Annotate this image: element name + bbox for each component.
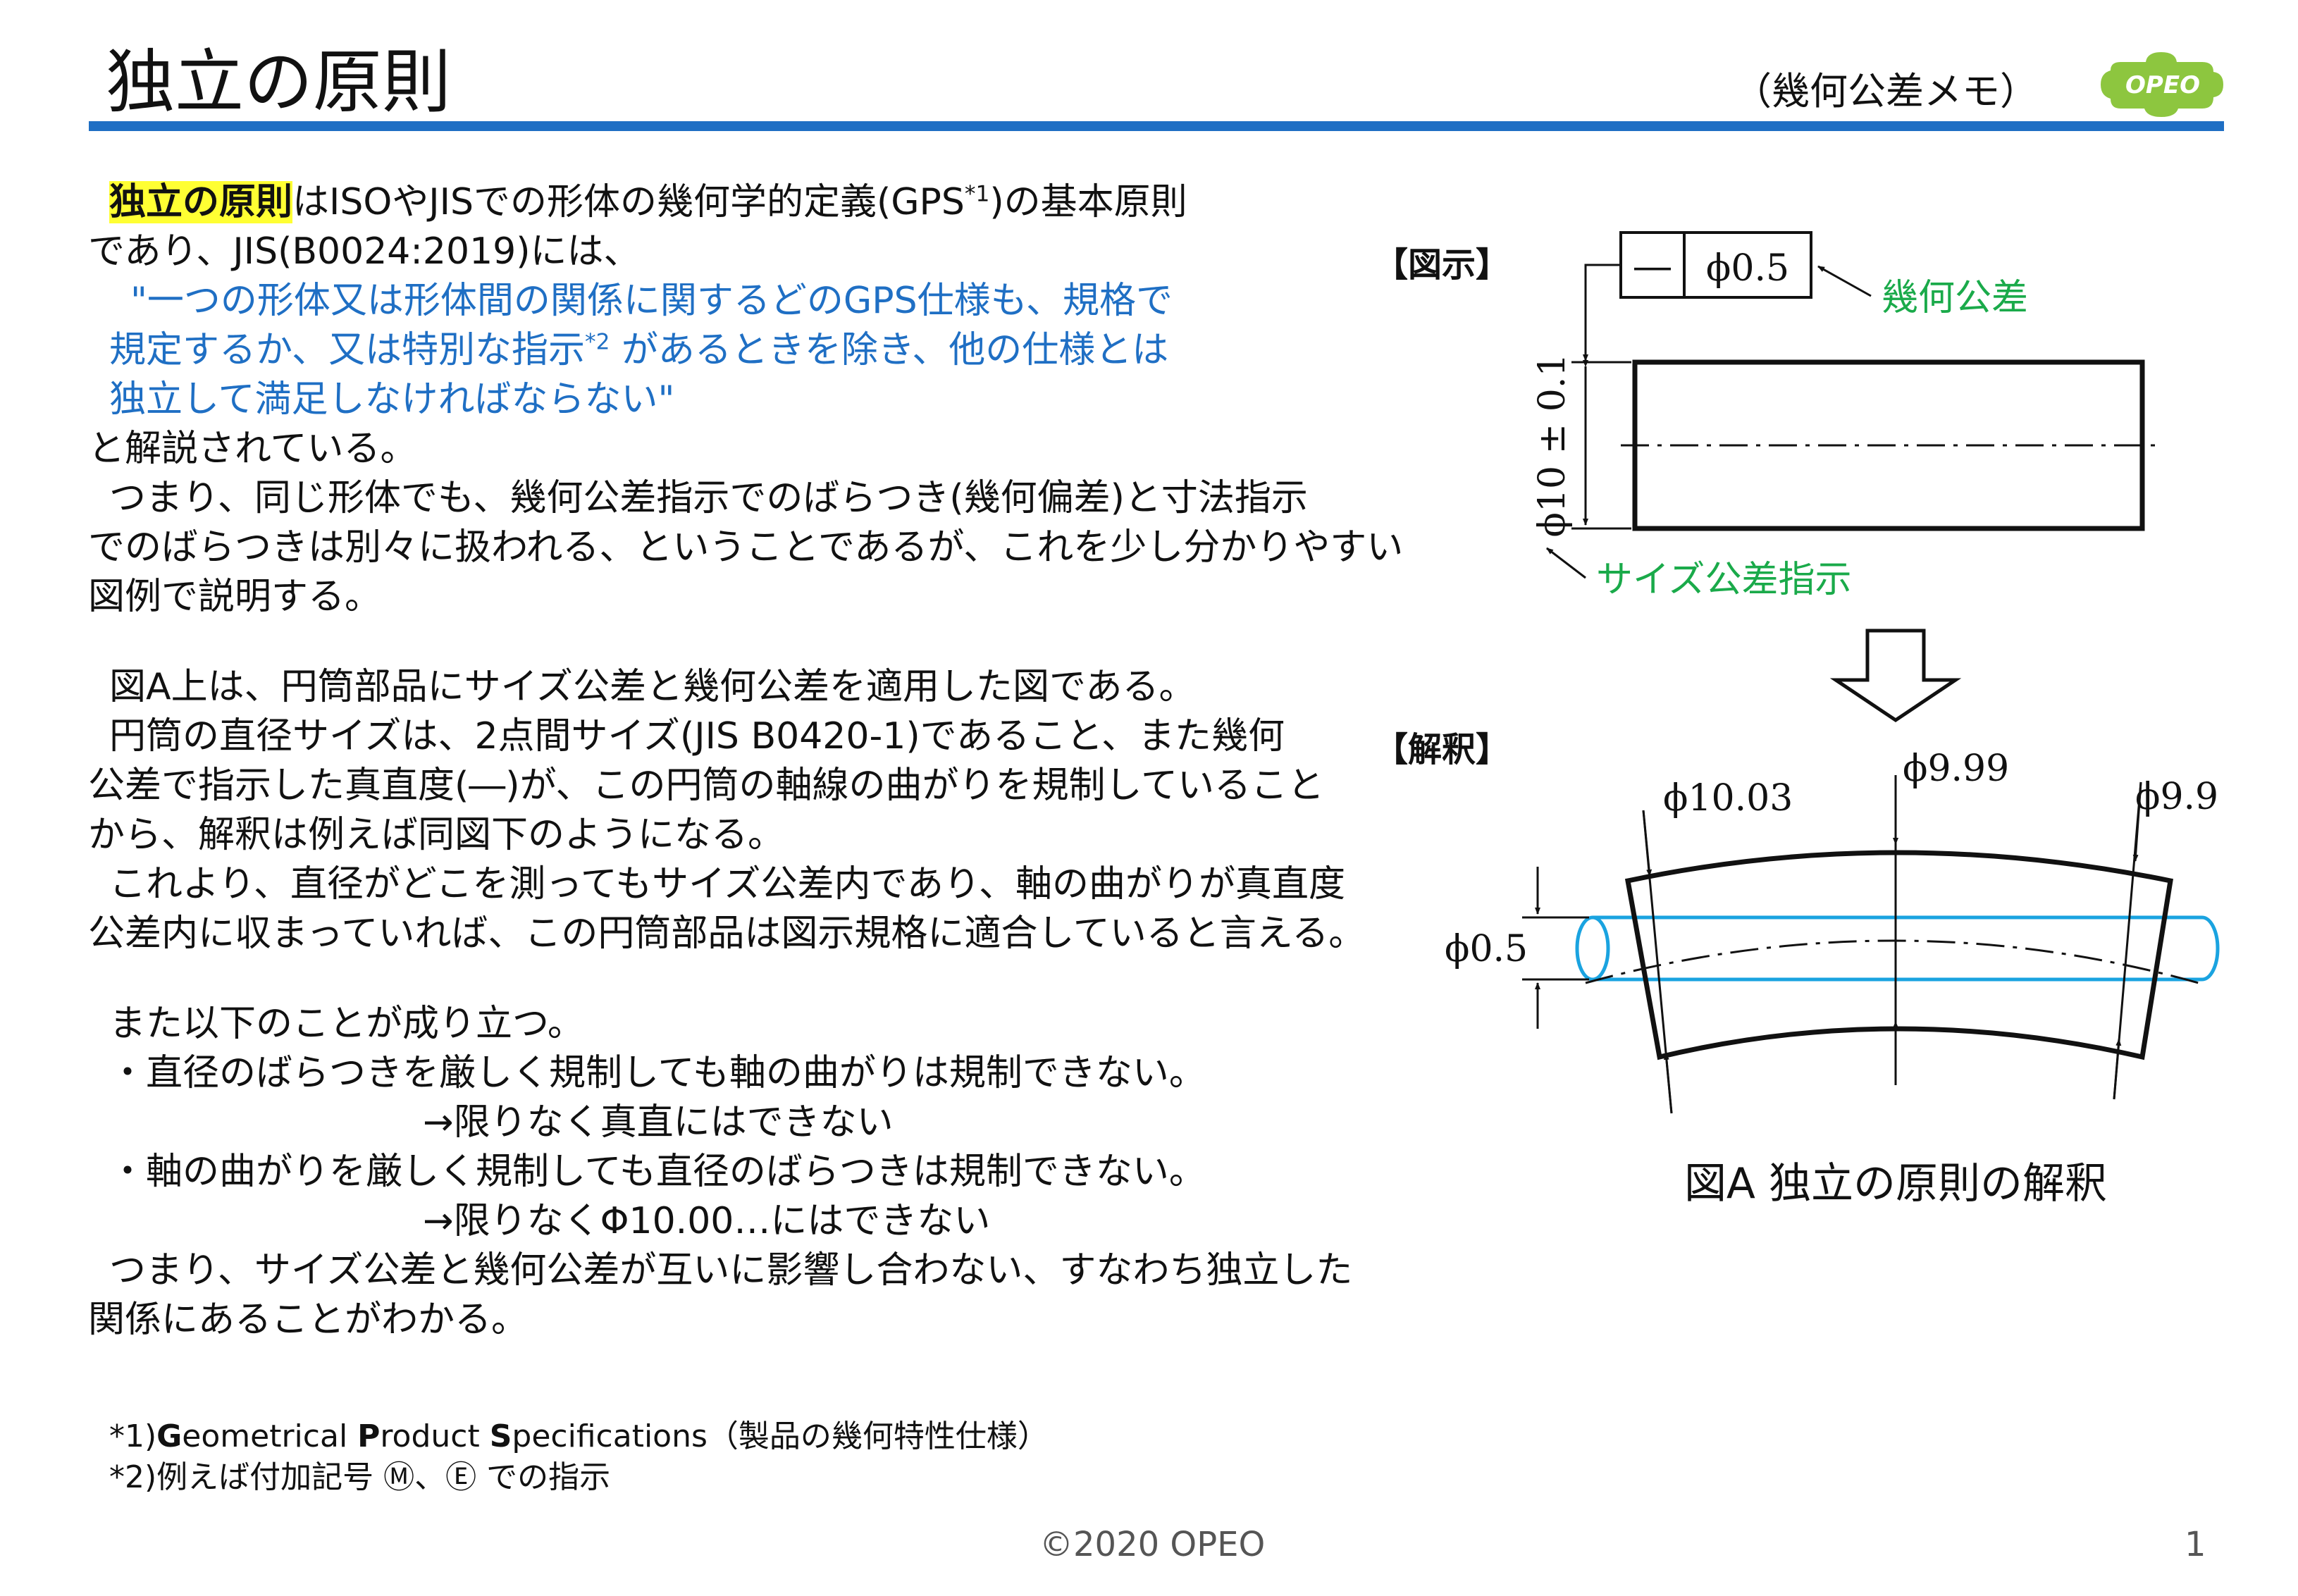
footer-copyright: ©2020 OPEO — [1039, 1525, 1266, 1564]
p3-line7: 関係にあることがわかる。 — [88, 1299, 529, 1341]
p3-line3: →限りなく真直にはできない — [423, 1101, 894, 1144]
p3-line4: ・軸の曲がりを厳しく規制しても直径のばらつきは規制できない。 — [109, 1151, 1206, 1193]
p3-line5: →限りなくΦ10.00…にはできない — [423, 1200, 991, 1242]
fcf-leader — [1583, 264, 1621, 361]
d-right-text: ϕ9.97 — [2135, 776, 2220, 818]
p2-line1: 図A上は、円筒部品にサイズ公差と幾何公差を適用した図である。 — [109, 666, 1196, 708]
p2-line5: これより、直径がどこを測ってもサイズ公差内であり、軸の曲がりが真直度 — [109, 863, 1345, 905]
label-interpretation: 【解釈】 — [1374, 730, 1509, 769]
p1-line1: 独立の原則はISOやJISでの形体の幾何学的定義(GPS*1)の基本原則 — [109, 181, 1187, 223]
opeo-logo: OPEO — [2101, 52, 2223, 117]
p3-line6: つまり、サイズ公差と幾何公差が互いに影響し合わない、すなわち独立した — [109, 1249, 1353, 1292]
label-indication: 【図示】 — [1374, 245, 1509, 285]
size-dim-text: ϕ10 ± 0.1 — [1531, 354, 1574, 538]
bent-cylinder — [1624, 850, 2173, 1060]
p1-line2: であり、JIS(B0024:2019)には、 — [88, 230, 641, 273]
p1-line7: つまり、同じ形体でも、幾何公差指示でのばらつき(幾何偏差)と寸法指示 — [109, 477, 1308, 519]
bent-axis — [1585, 939, 2199, 984]
p1-line6: と解説されている。 — [88, 428, 417, 470]
logo-text: OPEO — [2125, 71, 2200, 99]
geo-tol-arrow — [1817, 265, 1872, 297]
p1-line8: でのばらつきは別々に扱われる、ということであるが、これを少し分かりやすい — [88, 526, 1404, 569]
quote-line3: 独立して満足しなければならない" — [109, 378, 675, 421]
p3-line2: ・直径のばらつきを厳しく規制しても軸の曲がりは規制できない。 — [109, 1052, 1206, 1094]
geo-tol-label: 幾何公差 — [1882, 277, 2028, 319]
p2-line6: 公差内に収まっていれば、この円筒部品は図示規格に適合していると言える。 — [88, 913, 1366, 955]
page-subtitle: （幾何公差メモ） — [1734, 69, 2038, 113]
page-title: 独立の原則 — [106, 42, 452, 123]
figure-a: 【図示】 【解釈】 ― ϕ0.5 幾何公差 ϕ10 ± 0.1 サイズ公差指示 … — [1374, 231, 2220, 1208]
d-mid-text: ϕ9.99 — [1903, 748, 2009, 790]
p1-line9: 図例で説明する。 — [88, 576, 382, 618]
tolerance-zone — [1575, 915, 2220, 982]
p2-line2: 円筒の直径サイズは、2点間サイズ(JIS B0420-1)であること、また幾何 — [109, 715, 1285, 757]
highlight-term: 独立の原則 — [109, 181, 293, 223]
fcf-value: ϕ0.5 — [1706, 247, 1789, 290]
p2-line4: から、解釈は例えば同図下のようになる。 — [88, 814, 785, 856]
figure-caption: 図A 独立の原則の解釈 — [1684, 1159, 2107, 1208]
p2-line3: 公差で指示した真直度(―)が、この円筒の軸線の曲がりを規制していること — [88, 765, 1324, 807]
size-tol-arrow — [1546, 547, 1586, 579]
page-number: 1 — [2185, 1525, 2206, 1564]
p3-line1: また以下のことが成り立つ。 — [109, 1003, 584, 1045]
d-left-text: ϕ10.03 — [1663, 777, 1793, 819]
zone-dim-text: ϕ0.5 — [1445, 928, 1528, 970]
quote-line2: 規定するか、又は特別な指示*2 があるときを除き、他の仕様とは — [109, 329, 1169, 371]
footnote-1: *1)Geometrical Product Specifications（製品… — [109, 1418, 1049, 1454]
header-rule — [89, 121, 2224, 131]
size-tol-label: サイズ公差指示 — [1596, 559, 1851, 601]
transform-arrow — [1829, 629, 1962, 723]
feature-control-frame: ― ϕ0.5 — [1619, 231, 1812, 299]
quote-line1: "一つの形体又は形体間の関係に関するどのGPS仕様も、規格で — [130, 280, 1173, 322]
logo-puzzle-shape — [2101, 52, 2223, 117]
footnote-2: *2)例えば付加記号 Ⓜ、Ⓔ での指示 — [109, 1459, 611, 1495]
straightness-symbol: ― — [1634, 246, 1671, 288]
